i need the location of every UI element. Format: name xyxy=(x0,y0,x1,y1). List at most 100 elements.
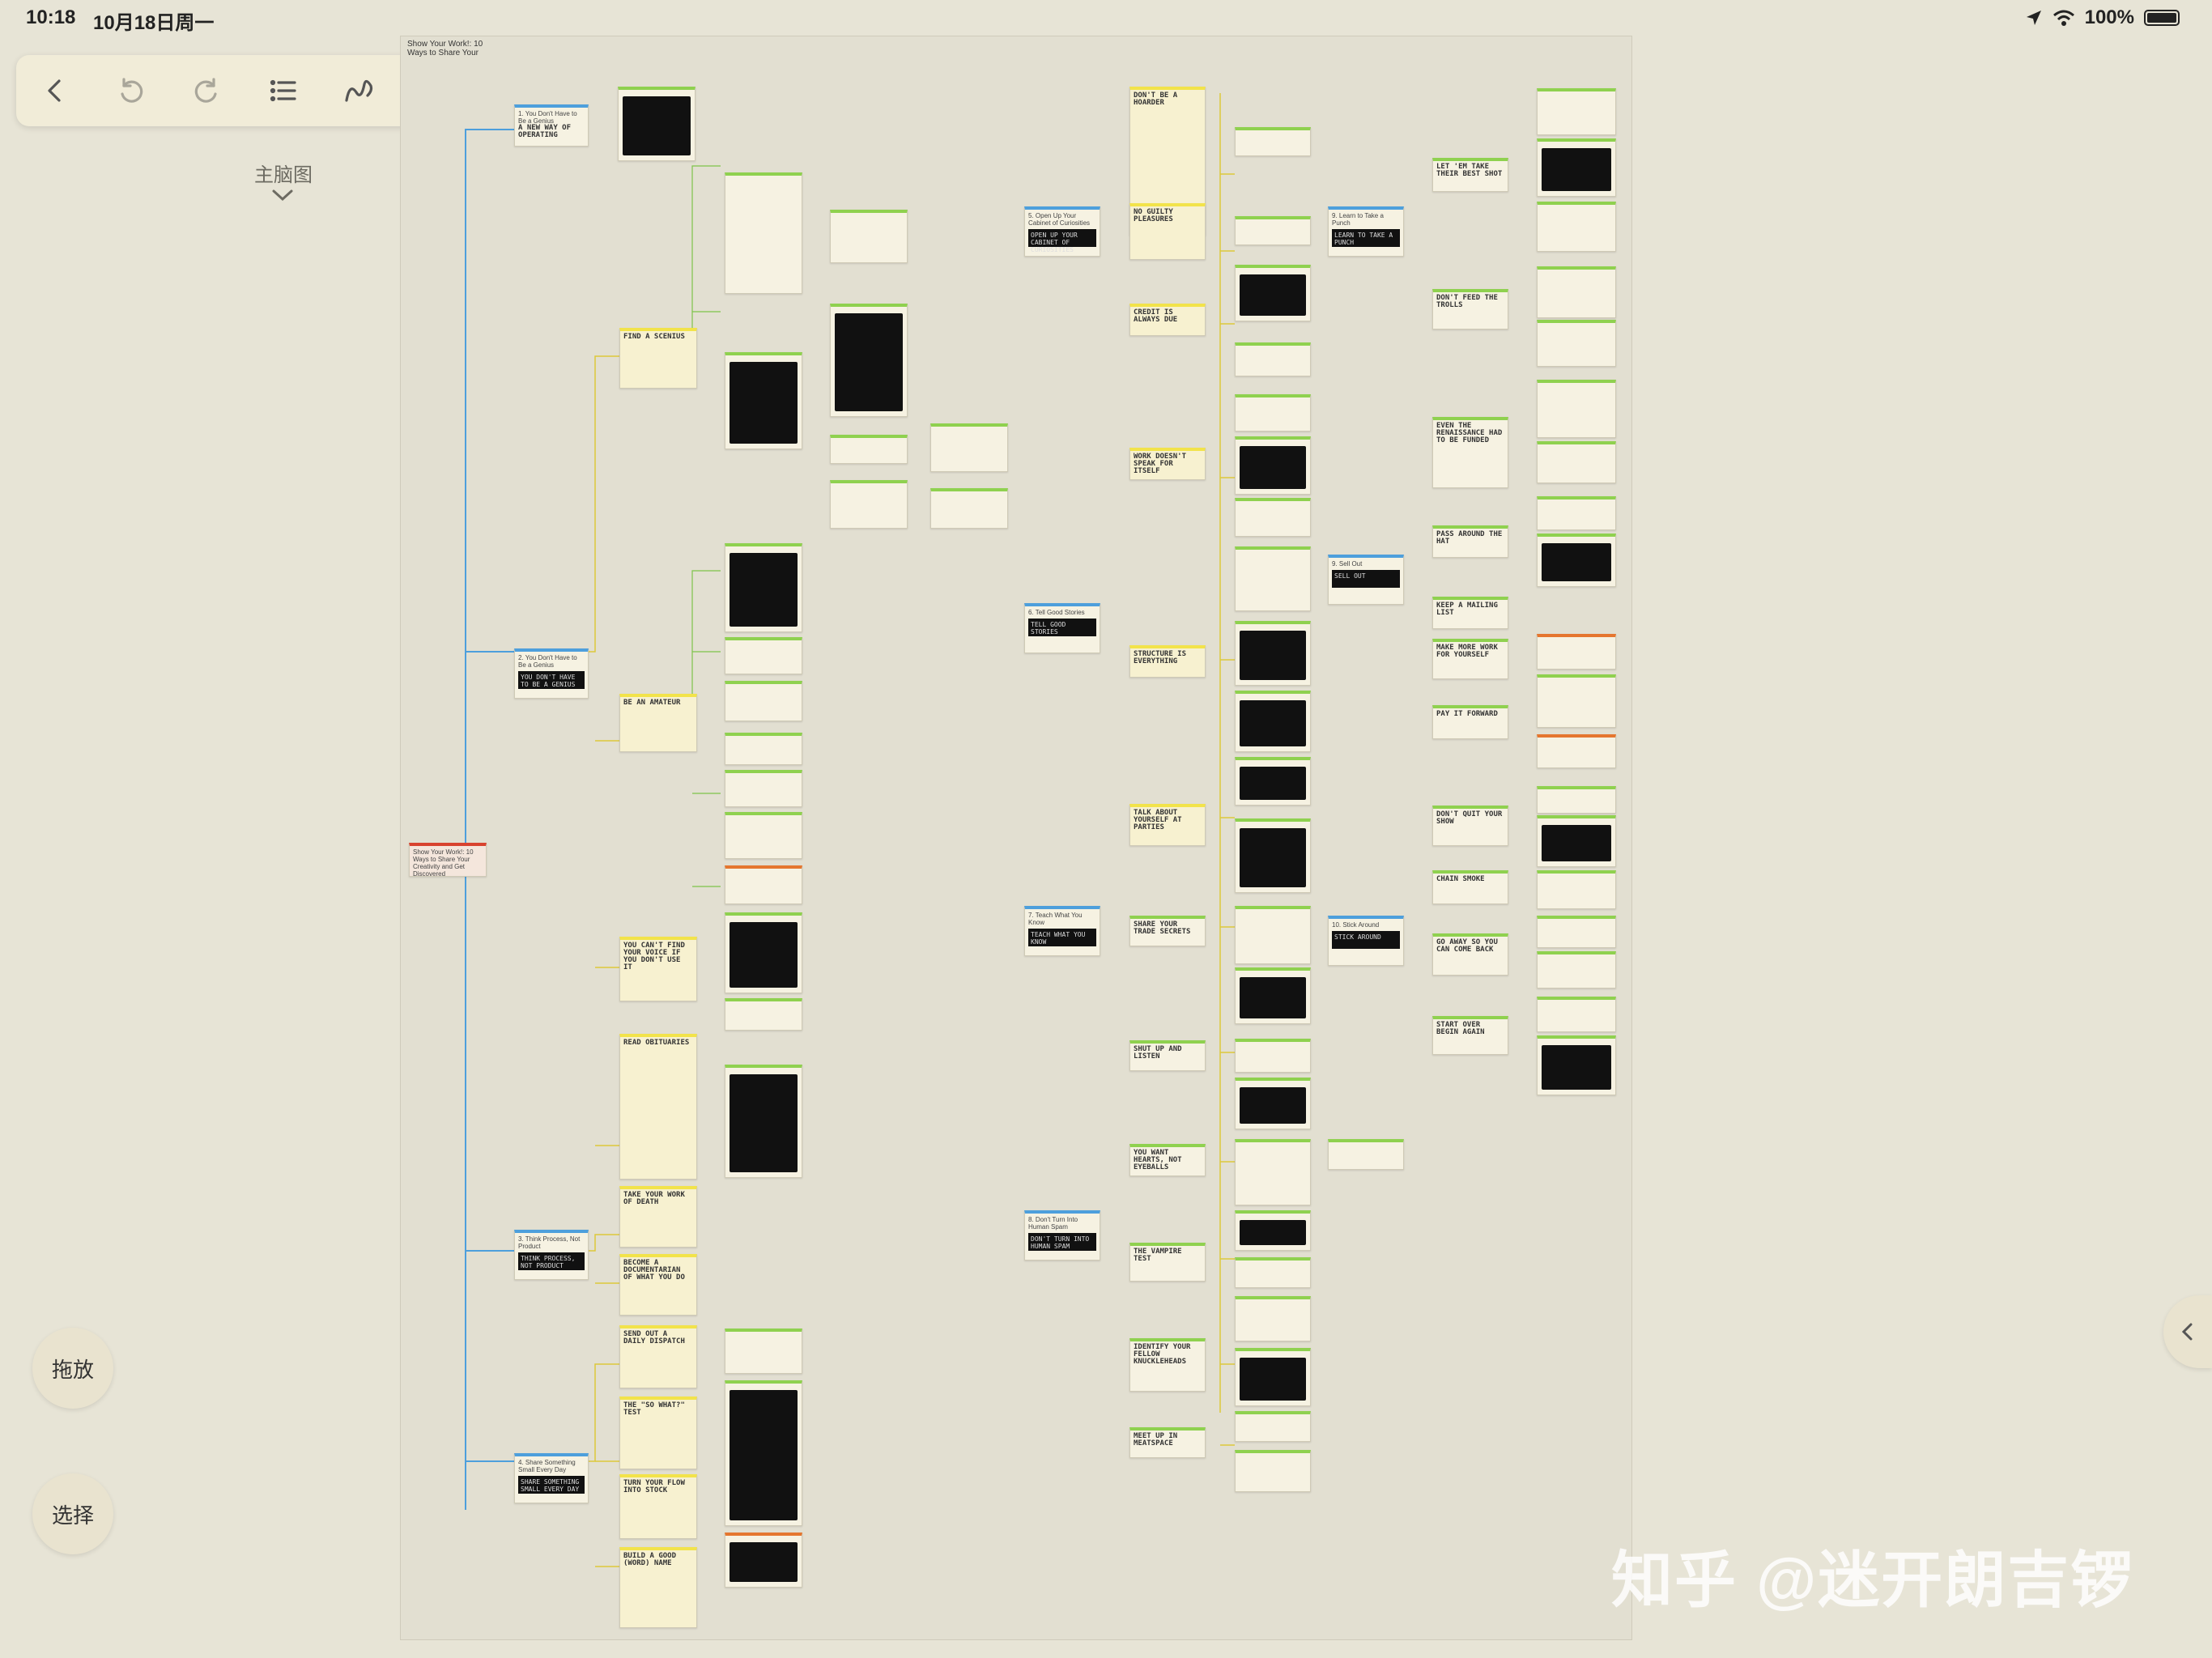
subtopic-node[interactable]: TALK ABOUT YOURSELF AT PARTIES xyxy=(1129,804,1206,846)
subtopic-node[interactable]: WORK DOESN'T SPEAK FOR ITSELF xyxy=(1129,448,1206,480)
subtopic-node[interactable]: LET 'EM TAKE THEIR BEST SHOT xyxy=(1432,158,1508,192)
undo-button[interactable] xyxy=(104,65,156,117)
branch-node[interactable]: 2. You Don't Have to Be a Genius YOU DON… xyxy=(514,648,589,699)
subtopic-node[interactable]: CREDIT IS ALWAYS DUE xyxy=(1129,304,1206,336)
text-note[interactable] xyxy=(725,1329,802,1374)
text-note[interactable] xyxy=(725,812,802,859)
subtopic-node[interactable]: SHARE YOUR TRADE SECRETS xyxy=(1129,916,1206,946)
subtopic-node[interactable]: DON'T FEED THE TROLLS xyxy=(1432,289,1508,329)
subtopic-node[interactable]: BE AN AMATEUR xyxy=(619,694,697,752)
text-note[interactable] xyxy=(1235,1411,1311,1442)
branch-node[interactable]: 4. Share Something Small Every Day SHARE… xyxy=(514,1453,589,1503)
redo-button[interactable] xyxy=(181,65,233,117)
subtopic-node[interactable]: PAY IT FORWARD xyxy=(1432,705,1508,739)
subtopic-node[interactable]: CHAIN SMOKE xyxy=(1432,870,1508,904)
back-button[interactable] xyxy=(28,65,80,117)
branch-node[interactable]: 1. You Don't Have to Be a Genius A NEW W… xyxy=(514,104,589,147)
branch-node[interactable]: 7. Teach What You Know TEACH WHAT YOU KN… xyxy=(1024,906,1100,956)
branch-node[interactable]: 10. Stick Around STICK AROUND xyxy=(1328,916,1404,966)
text-note[interactable] xyxy=(1537,88,1616,135)
select-button[interactable]: 选择 xyxy=(32,1473,113,1554)
image-note[interactable] xyxy=(1235,757,1311,806)
text-note[interactable] xyxy=(1537,202,1616,252)
image-note[interactable] xyxy=(725,1533,802,1588)
text-note[interactable] xyxy=(1537,441,1616,483)
text-note[interactable] xyxy=(1537,997,1616,1032)
image-note[interactable] xyxy=(725,543,802,632)
branch-node[interactable]: 8. Don't Turn Into Human Spam DON'T TURN… xyxy=(1024,1210,1100,1261)
text-note[interactable] xyxy=(725,637,802,674)
panel-toggle-button[interactable] xyxy=(2163,1295,2212,1368)
subtopic-node[interactable]: THE VAMPIRE TEST xyxy=(1129,1243,1206,1282)
text-note[interactable] xyxy=(1537,496,1616,530)
subtopic-node[interactable]: YOU WANT HEARTS, NOT EYEBALLS xyxy=(1129,1144,1206,1176)
subtopic-node[interactable]: SHUT UP AND LISTEN xyxy=(1129,1040,1206,1071)
image-note[interactable] xyxy=(1537,534,1616,587)
text-note[interactable] xyxy=(725,733,802,765)
text-note[interactable] xyxy=(1235,1296,1311,1341)
image-note[interactable] xyxy=(1235,265,1311,321)
subtopic-node[interactable]: PASS AROUND THE HAT xyxy=(1432,525,1508,558)
image-note[interactable] xyxy=(1235,1348,1311,1406)
text-note[interactable] xyxy=(1235,906,1311,964)
draw-button[interactable] xyxy=(334,65,385,117)
image-note[interactable] xyxy=(1235,818,1311,893)
image-note[interactable] xyxy=(1235,436,1311,495)
text-note[interactable] xyxy=(1537,634,1616,670)
text-note[interactable] xyxy=(1537,674,1616,728)
branch-node[interactable]: 6. Tell Good Stories TELL GOOD STORIES xyxy=(1024,603,1100,653)
image-note[interactable] xyxy=(1235,1078,1311,1129)
document-title[interactable]: 主脑图 xyxy=(254,164,313,186)
branch-node[interactable]: 3. Think Process, Not Product THINK PROC… xyxy=(514,1230,589,1280)
text-note[interactable] xyxy=(1537,734,1616,768)
text-note[interactable] xyxy=(830,435,908,464)
text-note[interactable] xyxy=(830,210,908,263)
image-note[interactable] xyxy=(725,1380,802,1526)
text-note[interactable] xyxy=(725,865,802,904)
text-note[interactable] xyxy=(1537,380,1616,438)
text-note[interactable] xyxy=(1235,546,1311,611)
mindmap-canvas[interactable]: Show Your Work!: 10 Ways to Share Your xyxy=(400,36,1632,1640)
root-topic[interactable]: Show Your Work!: 10 Ways to Share Your C… xyxy=(409,843,487,877)
text-note[interactable] xyxy=(725,681,802,721)
subtopic-node[interactable]: MEET UP IN MEATSPACE xyxy=(1129,1427,1206,1458)
subtopic-node[interactable]: SEND OUT A DAILY DISPATCH xyxy=(619,1325,697,1388)
branch-node[interactable]: 9. Sell Out SELL OUT xyxy=(1328,555,1404,605)
subtopic-node[interactable]: NO GUILTY PLEASURES xyxy=(1129,203,1206,260)
subtopic-node[interactable]: MAKE MORE WORK FOR YOURSELF xyxy=(1432,639,1508,679)
text-note[interactable] xyxy=(725,770,802,807)
subtopic-node[interactable]: EVEN THE RENAISSANCE HAD TO BE FUNDED xyxy=(1432,417,1508,488)
subtopic-node[interactable]: STRUCTURE IS EVERYTHING xyxy=(1129,645,1206,678)
subtopic-node[interactable]: BECOME A DOCUMENTARIAN OF WHAT YOU DO xyxy=(619,1254,697,1316)
text-note[interactable] xyxy=(1235,1257,1311,1288)
subtopic-node[interactable]: READ OBITUARIES xyxy=(619,1034,697,1180)
text-note[interactable] xyxy=(1235,216,1311,245)
text-note[interactable] xyxy=(1537,786,1616,814)
text-note[interactable] xyxy=(830,480,908,529)
text-note[interactable] xyxy=(1328,1139,1404,1170)
text-note[interactable] xyxy=(1235,1139,1311,1205)
subtopic-node[interactable]: THE "SO WHAT?" TEST xyxy=(619,1397,697,1469)
text-note[interactable] xyxy=(1235,342,1311,376)
subtopic-node[interactable]: KEEP A MAILING LIST xyxy=(1432,597,1508,629)
subtopic-node[interactable]: GO AWAY SO YOU CAN COME BACK xyxy=(1432,933,1508,976)
branch-node[interactable]: 5. Open Up Your Cabinet of Curiosities O… xyxy=(1024,206,1100,257)
image-note[interactable] xyxy=(1235,691,1311,752)
subtopic-node[interactable]: BUILD A GOOD (WORD) NAME xyxy=(619,1547,697,1628)
drag-button[interactable]: 拖放 xyxy=(32,1328,113,1409)
image-note[interactable] xyxy=(1537,138,1616,197)
text-note[interactable] xyxy=(1235,1039,1311,1073)
text-note[interactable] xyxy=(1537,870,1616,909)
image-note[interactable] xyxy=(725,352,802,449)
image-note[interactable] xyxy=(725,1065,802,1178)
subtopic-node[interactable]: START OVER BEGIN AGAIN xyxy=(1432,1016,1508,1055)
text-note[interactable] xyxy=(1235,498,1311,537)
image-note[interactable] xyxy=(830,304,908,417)
subtopic-node[interactable]: IDENTIFY YOUR FELLOW KNUCKLEHEADS xyxy=(1129,1338,1206,1392)
image-note[interactable] xyxy=(618,87,696,161)
subtopic-node[interactable]: YOU CAN'T FIND YOUR VOICE IF YOU DON'T U… xyxy=(619,937,697,1001)
text-note[interactable] xyxy=(930,423,1008,472)
text-note[interactable] xyxy=(1235,1450,1311,1492)
text-note[interactable] xyxy=(1537,320,1616,367)
text-note[interactable] xyxy=(1537,951,1616,988)
